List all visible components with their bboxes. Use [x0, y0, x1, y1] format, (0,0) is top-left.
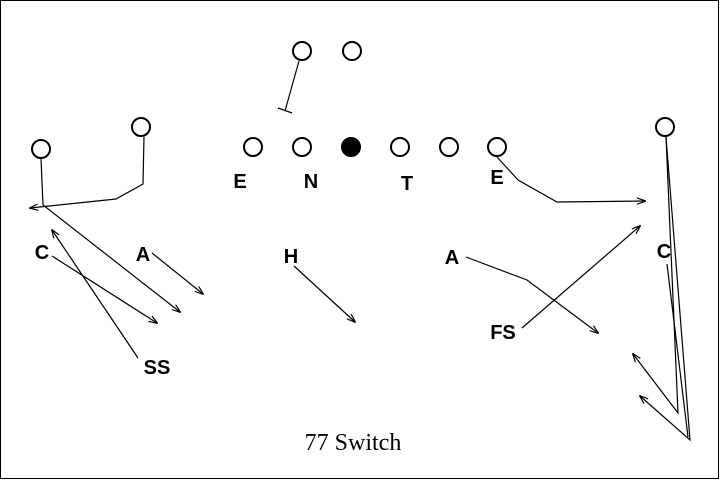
offense-slot-left-circle: [131, 117, 151, 137]
offense-lineman-1-circle: [243, 137, 263, 157]
offense-lineman-4-circle: [390, 137, 410, 157]
offense-back-right-circle: [342, 41, 362, 61]
back-block-line: [284, 60, 300, 112]
tight-end-route-arrow: [496, 156, 645, 202]
strong-safety-drop-arrow: [52, 230, 139, 359]
apex-left-drop-arrow: [151, 252, 203, 294]
defense-nose-label: N: [304, 171, 318, 193]
defense-tackle-label: T: [401, 173, 413, 195]
offense-lineman-2-circle: [292, 137, 312, 157]
wideout-right-route-1-arrow: [633, 136, 679, 415]
defense-end-left-label: E: [233, 171, 246, 193]
defense-apex-left-label: A: [136, 244, 150, 266]
slot-left-route-arrow: [30, 136, 145, 208]
corner-right-drop-line: [666, 263, 689, 438]
offense-back-left-circle: [292, 41, 312, 61]
hook-drop-arrow: [293, 265, 355, 322]
offense-tight-end-circle: [487, 137, 507, 157]
center-ball-circle: [341, 137, 361, 157]
play-title: 77 Switch: [305, 430, 402, 456]
defense-free-safety-label: FS: [490, 322, 516, 344]
offense-wideout-right-circle: [655, 117, 675, 137]
defense-strong-safety-label: SS: [144, 357, 171, 379]
back-block-tee: [277, 107, 293, 114]
defense-apex-right-label: A: [445, 247, 459, 269]
defense-end-right-label: E: [490, 167, 503, 189]
corner-left-drop-arrow: [51, 255, 157, 323]
wideout-left-route-arrow: [40, 158, 180, 312]
free-safety-drop-arrow: [521, 226, 640, 329]
offense-wideout-left-circle: [31, 139, 51, 159]
defense-corner-left-label: C: [35, 242, 49, 264]
defense-hook-label: H: [284, 246, 298, 268]
defense-corner-right-label: C: [657, 241, 671, 263]
apex-right-drop-arrow: [465, 256, 598, 333]
wideout-right-route-2-arrow: [640, 136, 691, 442]
offense-lineman-5-circle: [439, 137, 459, 157]
